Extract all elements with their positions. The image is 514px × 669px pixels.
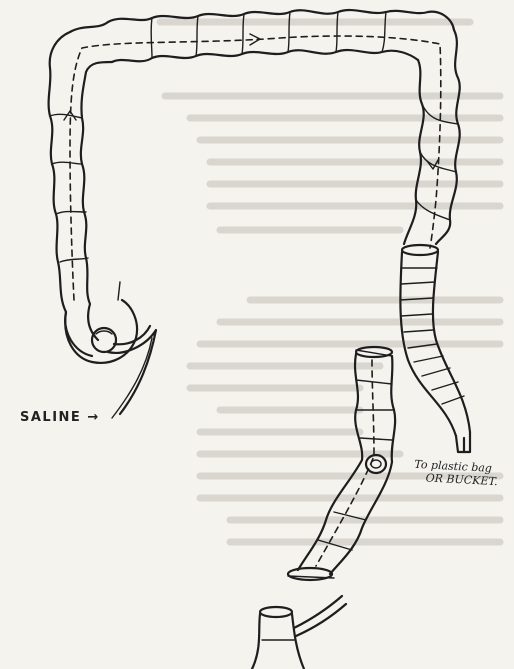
bag-or-bucket-label: To plastic bag OR BUCKET.: [413, 458, 498, 488]
outflow-hose: [400, 245, 470, 452]
saline-label: SALINE →: [20, 410, 100, 425]
bottom-segment: [252, 596, 346, 669]
